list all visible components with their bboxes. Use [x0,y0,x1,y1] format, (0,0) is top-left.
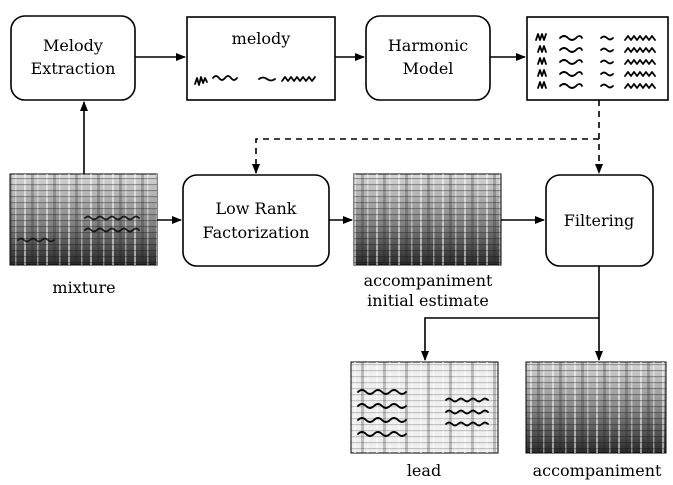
accompaniment-initial-spectrogram [353,173,502,266]
harmonic-model-label-line2: Model [403,59,454,78]
melody-label: melody [232,29,291,48]
melody-contour-icon [194,75,316,86]
melody-extraction-label-line1: Melody [43,36,103,55]
edge-filtering-to-lead [421,317,599,361]
melody-extraction-label-line2: Extraction [31,59,116,78]
lead-spectrogram [350,361,499,454]
harmonic-model-label-line1: Harmonic [388,36,468,55]
mixture-caption: mixture [52,278,115,297]
accompaniment-caption: accompaniment [533,461,662,480]
accompaniment-initial-caption-line1: accompaniment [364,271,493,290]
accompaniment-spectrogram [525,361,667,454]
low-rank-label-line1: Low Rank [216,199,297,218]
melody-extraction-node: Melody Extraction [10,15,136,101]
low-rank-label-line2: Factorization [203,223,310,242]
filtering-node: Filtering [545,174,654,267]
melody-node: melody [186,16,336,101]
low-rank-factorization-node: Low Rank Factorization [182,174,330,267]
filtering-label: Filtering [564,211,635,230]
mixture-spectrogram [9,173,158,266]
harmonic-templates-icon [535,33,656,89]
edge-templates-to-low-rank [252,138,599,174]
harmonic-templates-node [526,16,669,101]
harmonic-model-node: Harmonic Model [365,15,491,101]
lead-caption: lead [407,461,441,480]
accompaniment-initial-caption-line2: initial estimate [367,291,489,310]
